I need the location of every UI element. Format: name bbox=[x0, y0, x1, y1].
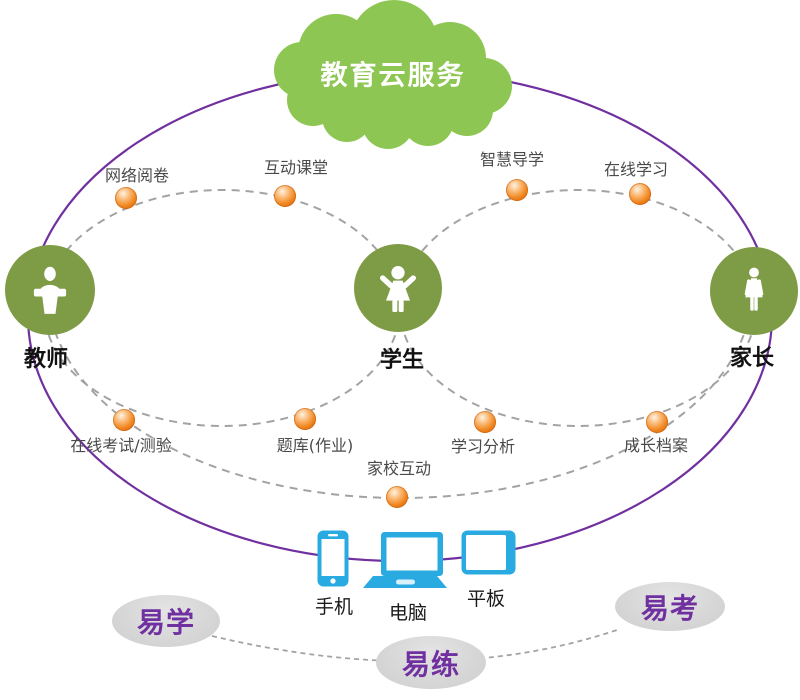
parent-avatar bbox=[710, 247, 798, 335]
slogan-easy-learn-text: 易学 bbox=[136, 606, 195, 639]
slogan-easy-exam: 易考 bbox=[615, 582, 725, 631]
node-online-learning bbox=[629, 183, 651, 205]
cloud-shape bbox=[274, 0, 512, 149]
label-smart-tutoring: 智慧导学 bbox=[479, 150, 545, 169]
label-online-grading: 网络阅卷 bbox=[104, 166, 170, 185]
student-parent-loop bbox=[399, 189, 757, 427]
node-online-grading bbox=[115, 187, 137, 209]
slogan-easy-exam-text: 易考 bbox=[640, 591, 699, 625]
teacher-label: 教师 bbox=[23, 347, 69, 372]
label-interactive-classroom: 互动课堂 bbox=[263, 158, 329, 177]
label-online-learning: 在线学习 bbox=[603, 160, 669, 179]
laptop-icon bbox=[363, 532, 447, 588]
parent-label: 家长 bbox=[729, 346, 775, 371]
phone-icon bbox=[317, 530, 349, 587]
node-smart-tutoring bbox=[506, 179, 528, 201]
node-interactive-classroom bbox=[274, 185, 296, 207]
teacher-parent-arc bbox=[47, 289, 753, 499]
computer-label: 电脑 bbox=[388, 602, 428, 624]
teacher-icon bbox=[33, 266, 67, 314]
node-online-exam bbox=[113, 409, 135, 431]
node-question-bank bbox=[294, 408, 316, 430]
tablet-icon bbox=[461, 530, 516, 575]
student-icon bbox=[380, 266, 416, 312]
teacher-avatar bbox=[5, 245, 95, 335]
node-learning-analytics bbox=[474, 411, 496, 433]
slogan-easy-practice-text: 易练 bbox=[401, 647, 460, 681]
label-online-exam: 在线考试/测验 bbox=[70, 436, 172, 455]
student-avatar bbox=[354, 244, 442, 332]
teacher-student-loop bbox=[43, 189, 401, 427]
node-home-school-interaction bbox=[386, 486, 408, 508]
phone-label: 手机 bbox=[314, 596, 354, 618]
student-label: 学生 bbox=[379, 348, 425, 373]
label-question-bank: 题库(作业) bbox=[276, 436, 354, 455]
node-growth-portfolio bbox=[646, 411, 668, 433]
cloud-title: 教育云服务 bbox=[320, 60, 466, 92]
slogan-easy-practice: 易练 bbox=[376, 636, 486, 689]
label-learning-analytics: 学习分析 bbox=[450, 437, 516, 456]
label-growth-portfolio: 成长档案 bbox=[623, 436, 689, 455]
slogan-easy-learn: 易学 bbox=[112, 595, 220, 647]
parent-icon bbox=[744, 267, 764, 311]
label-home-school-interaction: 家校互动 bbox=[366, 459, 432, 478]
tablet-label: 平板 bbox=[466, 588, 506, 610]
